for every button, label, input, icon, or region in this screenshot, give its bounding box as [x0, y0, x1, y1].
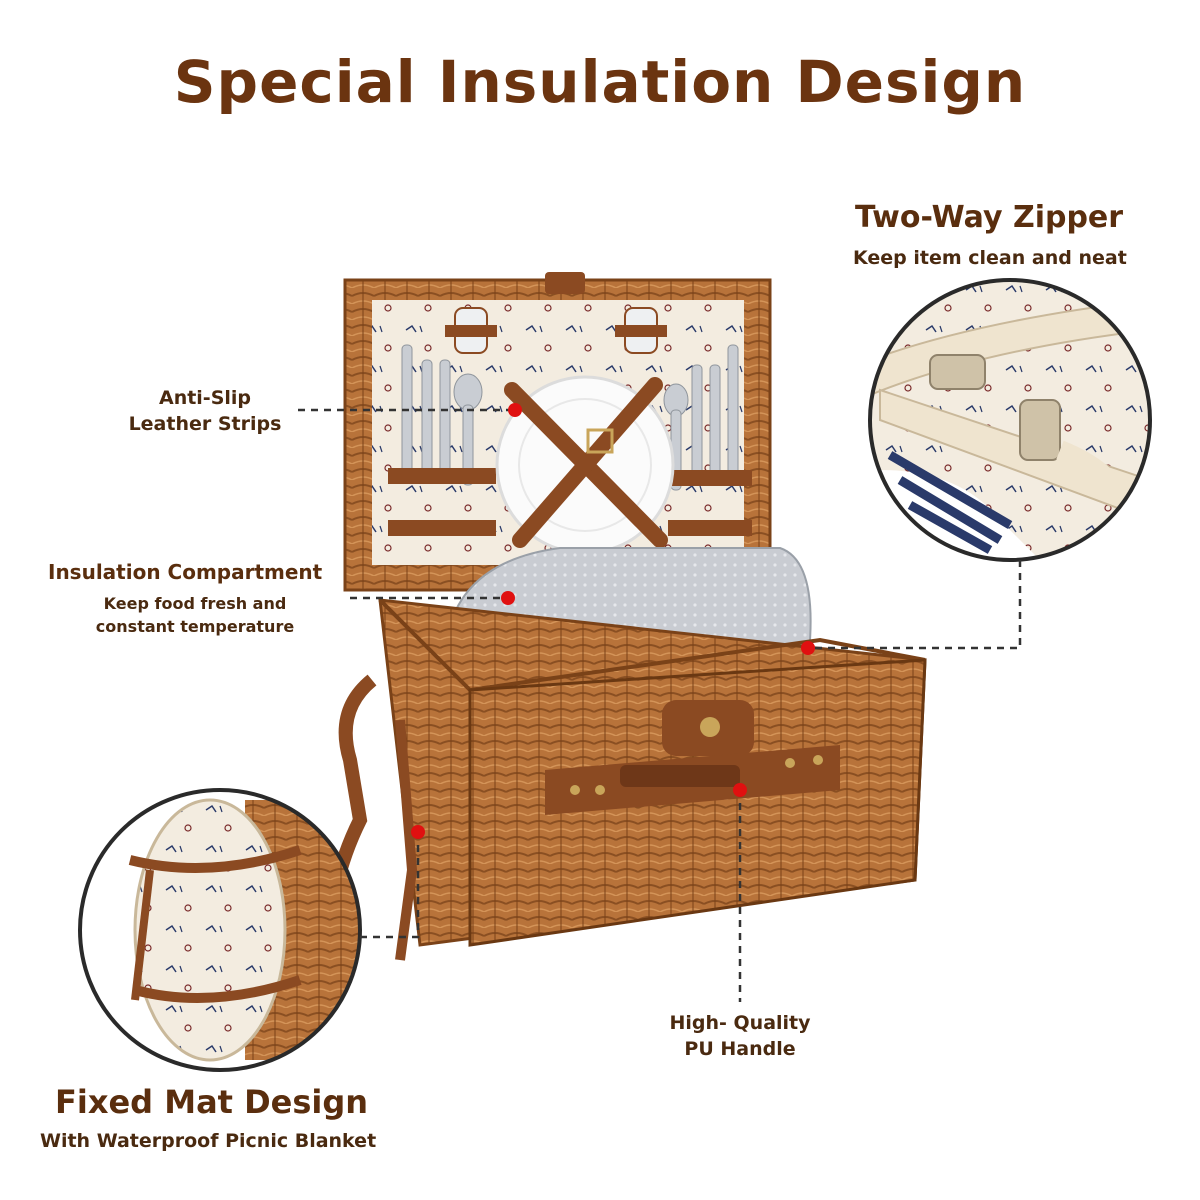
mat-sub: With Waterproof Picnic Blanket	[40, 1130, 377, 1152]
insulation-heading: Insulation Compartment	[48, 560, 323, 584]
handle-label: High- Quality PU Handle	[630, 1010, 850, 1062]
basket-lid	[343, 272, 772, 592]
handle-line2: PU Handle	[684, 1038, 796, 1060]
page-title: Special Insulation Design	[173, 48, 1027, 116]
mat-detail-circle	[78, 788, 362, 1072]
zipper-detail-circle	[868, 278, 1152, 562]
zipper-sub: Keep item clean and neat	[853, 247, 1127, 269]
leather-line1: Anti-Slip	[158, 387, 252, 409]
callout-markers	[411, 403, 815, 839]
basket-body	[321, 598, 927, 1001]
handle-line1: High- Quality	[669, 1012, 811, 1034]
insulation-sub1: Keep food fresh and	[103, 594, 287, 613]
mat-heading: Fixed Mat Design	[55, 1083, 369, 1121]
insulation-sub2: constant temperature	[95, 617, 295, 636]
leather-line2: Leather Strips	[128, 413, 282, 435]
insulation-sub: Keep food fresh and constant temperature	[70, 592, 320, 638]
leather-label: Anti-Slip Leather Strips	[95, 385, 315, 437]
callout-lines	[298, 408, 1022, 1002]
zipper-heading: Two-Way Zipper	[855, 200, 1124, 235]
